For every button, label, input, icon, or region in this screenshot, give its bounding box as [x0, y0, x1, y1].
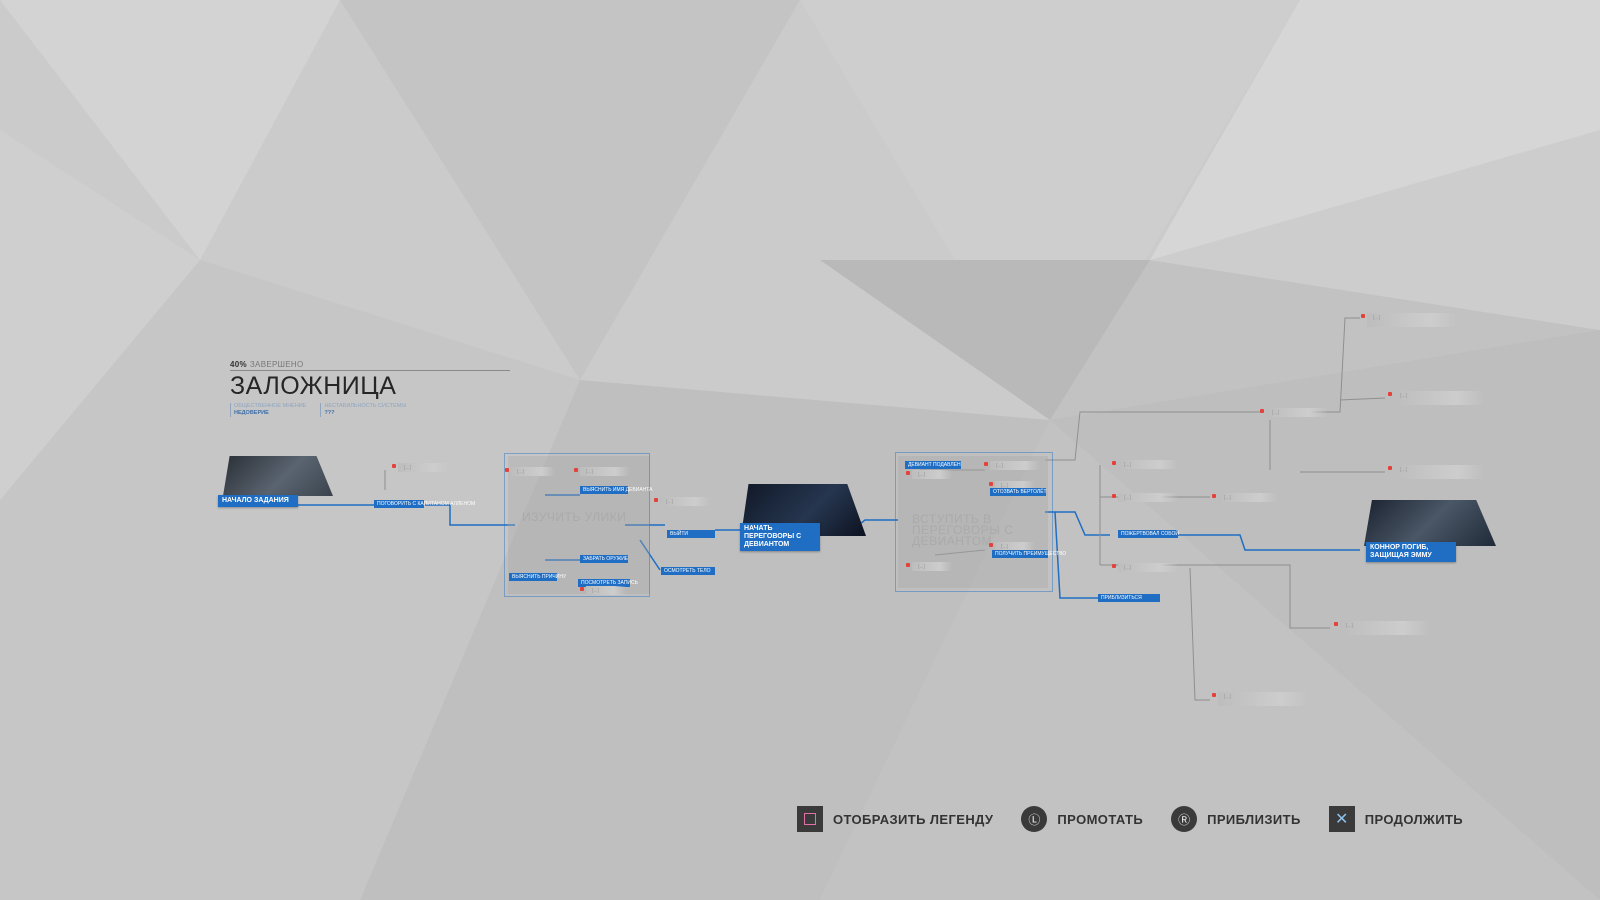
locked-node[interactable]: [...]	[392, 463, 448, 472]
lock-icon	[1334, 622, 1338, 626]
lock-icon	[1260, 409, 1264, 413]
lock-icon	[580, 587, 584, 591]
lock-icon	[989, 482, 993, 486]
legend-control[interactable]: ОТОБРАЗИТЬ ЛЕГЕНДУ	[797, 806, 993, 832]
locked-node[interactable]: [...]	[580, 586, 626, 595]
stat-label: НЕСТАБИЛЬНОСТЬ СИСТЕМЫ	[324, 403, 407, 409]
locked-node[interactable]: [...]	[654, 497, 710, 506]
continue-label: ПРОДОЛЖИТЬ	[1364, 811, 1464, 827]
chapter-header: 40%ЗАВЕРШЕНО ЗАЛОЖНИЦА ОБЩЕСТВЕННОЕ МНЕН…	[230, 360, 510, 417]
locked-ending[interactable]: [...]	[1388, 391, 1484, 405]
locked-node[interactable]: [...]	[989, 481, 1035, 490]
stat-value: НЕДОВЕРИЕ	[234, 410, 269, 416]
zoom-control[interactable]: Ⓡ ПРИБЛИЗИТЬ	[1171, 806, 1301, 832]
zone-bracket	[504, 453, 650, 597]
node-phone[interactable]: ПОСМОТРЕТЬ ЗАПИСЬ	[578, 579, 638, 587]
public-opinion-stat: ОБЩЕСТВЕННОЕ МНЕНИЕ НЕДОВЕРИЕ	[230, 403, 306, 417]
node-exit[interactable]: ВЫЙТИ	[667, 530, 715, 538]
node-gun[interactable]: ЗАБРАТЬ ОРУЖИЕ	[580, 555, 628, 563]
locked-ending[interactable]: [...]	[1361, 313, 1457, 327]
lock-icon	[1361, 314, 1365, 318]
zone-bracket	[895, 452, 1053, 592]
system-instability-stat: НЕСТАБИЛЬНОСТЬ СИСТЕМЫ ???	[320, 403, 406, 417]
progress-value: 40%	[230, 360, 247, 369]
locked-ending[interactable]: [...]	[1212, 692, 1308, 706]
right-stick-icon: Ⓡ	[1171, 806, 1198, 832]
negotiate-node[interactable]: НАЧАТЬ ПЕРЕГОВОРЫ С ДЕВИАНТОМ	[740, 523, 820, 551]
locked-node[interactable]: [...]	[1212, 493, 1278, 502]
lock-icon	[1112, 494, 1116, 498]
node-calm[interactable]: ДЕВИАНТ ПОДАВЛЕН	[905, 461, 961, 469]
node-trust[interactable]: ПОЛУЧИТЬ ПРЕИМУЩЕСТВО	[992, 550, 1066, 558]
locked-node[interactable]: [...]	[505, 467, 555, 476]
investigate-zone	[508, 456, 650, 594]
legend-label: ОТОБРАЗИТЬ ЛЕГЕНДУ	[833, 811, 994, 827]
chapter-title: ЗАЛОЖНИЦА	[230, 372, 397, 400]
lock-icon	[654, 498, 658, 502]
node-sacrifice[interactable]: ПОЖЕРТВОВАЛ СОБОЙ	[1118, 530, 1179, 538]
node-find-name[interactable]: ВЫЯСНИТЬ ИМЯ ДЕВИАНТА	[580, 486, 653, 494]
scroll-control[interactable]: Ⓛ ПРОМОТАТЬ	[1021, 806, 1143, 832]
ending-node[interactable]: КОННОР ПОГИБ, ЗАЩИЩАЯ ЭММУ	[1366, 542, 1456, 562]
locked-ending[interactable]: [...]	[1388, 465, 1484, 479]
locked-node[interactable]: [...]	[984, 461, 1040, 470]
node-approach[interactable]: ПОГОВОРИТЬ С КАПИТАНОМ АЛЛЕНОМ	[374, 500, 475, 508]
chapter-stats: ОБЩЕСТВЕННОЕ МНЕНИЕ НЕДОВЕРИЕ НЕСТАБИЛЬН…	[230, 403, 510, 417]
cross-button-icon: ✕	[1328, 806, 1355, 832]
zoom-label: ПРИБЛИЗИТЬ	[1207, 811, 1301, 827]
lock-icon	[1112, 461, 1116, 465]
scroll-label: ПРОМОТАТЬ	[1057, 811, 1144, 827]
lock-icon	[1388, 392, 1392, 396]
lock-icon	[989, 543, 993, 547]
node-pistol[interactable]: ОСМОТРЕТЬ ТЕЛО	[661, 567, 715, 575]
locked-node[interactable]: [...]	[1260, 408, 1328, 417]
start-node[interactable]: НАЧАЛО ЗАДАНИЯ	[218, 495, 298, 507]
stat-label: ОБЩЕСТВЕННОЕ МНЕНИЕ	[234, 403, 307, 409]
ending-thumbnail[interactable]	[1364, 500, 1496, 546]
left-stick-icon: Ⓛ	[1021, 806, 1048, 832]
progress-label: ЗАВЕРШЕНО	[249, 360, 304, 369]
node-shot[interactable]: ПРИБЛИЗИТЬСЯ	[1098, 594, 1160, 602]
start-thumbnail[interactable]	[223, 456, 333, 496]
negotiation-zone-label: ВСТУПИТЬ В ПЕРЕГОВОРЫ С ДЕВИАНТОМ	[912, 512, 1014, 548]
locked-node[interactable]: [...]	[989, 542, 1035, 551]
stat-value: ???	[324, 410, 335, 416]
square-button-icon	[797, 806, 823, 832]
completion-progress: 40%ЗАВЕРШЕНО	[230, 360, 510, 371]
lock-icon	[574, 468, 578, 472]
locked-node[interactable]: [...]	[1112, 563, 1178, 572]
locked-node[interactable]: [...]	[1112, 493, 1178, 502]
controls-bar: ОТОБРАЗИТЬ ЛЕГЕНДУ Ⓛ ПРОМОТАТЬ Ⓡ ПРИБЛИЗ…	[797, 806, 1491, 832]
investigate-zone-label: ИЗУЧИТЬ УЛИКИ	[522, 510, 627, 524]
lock-icon	[1388, 466, 1392, 470]
locked-ending[interactable]: [...]	[1334, 621, 1430, 635]
lock-icon	[906, 563, 910, 567]
continue-control[interactable]: ✕ ПРОДОЛЖИТЬ	[1328, 806, 1464, 832]
lock-icon	[505, 468, 509, 472]
node-tablet[interactable]: ВЫЯСНИТЬ ПРИЧИНУ	[509, 573, 566, 581]
locked-node[interactable]: [...]	[574, 467, 630, 476]
lock-icon	[1112, 564, 1116, 568]
locked-node[interactable]: [...]	[906, 562, 952, 571]
lock-icon	[984, 462, 988, 466]
lock-icon	[1212, 494, 1216, 498]
node-sniper[interactable]: ОТОЗВАТЬ ВЕРТОЛЁТ	[990, 488, 1047, 496]
locked-node[interactable]: [...]	[906, 470, 952, 479]
lock-icon	[906, 471, 910, 475]
lock-icon	[1212, 693, 1216, 697]
lock-icon	[392, 464, 396, 468]
locked-node[interactable]: [...]	[1112, 460, 1178, 469]
